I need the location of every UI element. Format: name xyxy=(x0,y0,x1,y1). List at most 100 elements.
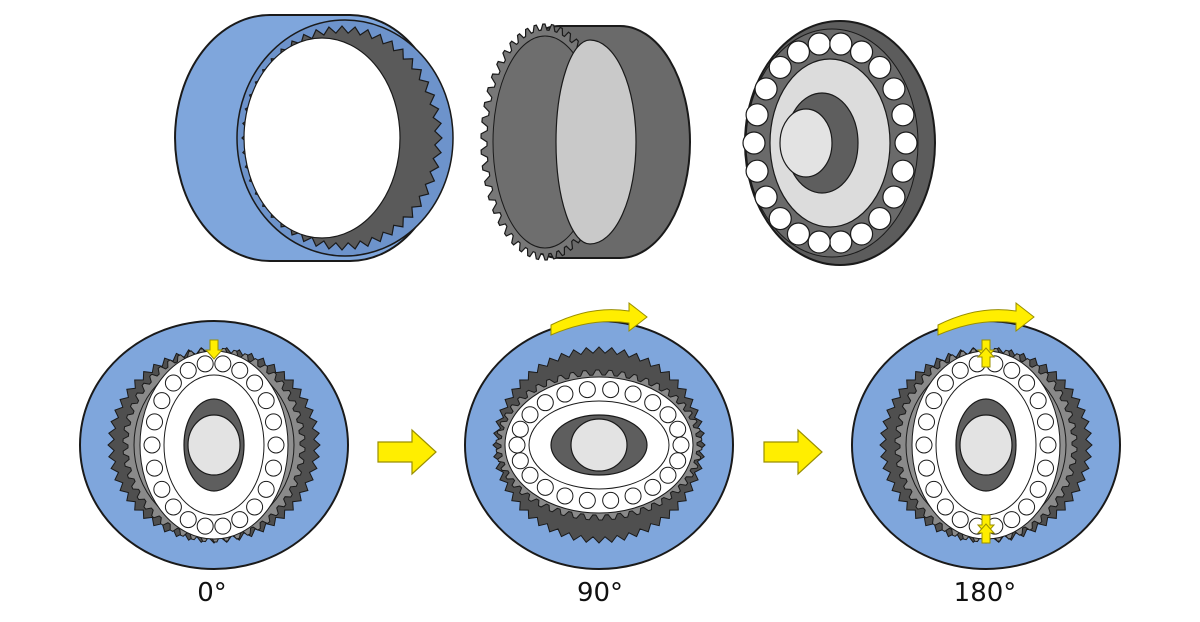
bearing-ball xyxy=(807,230,831,254)
bearing-ball xyxy=(257,392,275,410)
bearing-ball xyxy=(882,185,906,209)
bearing-ball xyxy=(807,32,831,56)
bearing-ball xyxy=(925,392,943,410)
step-arrow xyxy=(763,428,823,476)
bearing-ball xyxy=(556,385,574,403)
rotation-arrow xyxy=(937,301,1035,336)
hub-bore xyxy=(959,414,1013,476)
bearing-ball xyxy=(849,222,874,246)
bearing-ball xyxy=(951,511,969,529)
flexspline-cup xyxy=(480,23,691,261)
bearing-ball xyxy=(536,478,554,496)
bearing-ball xyxy=(891,103,915,127)
bearing-ball xyxy=(578,381,596,399)
bearing-ball xyxy=(1018,374,1036,392)
bearing-ball xyxy=(768,206,792,231)
stage-0-deg-assembly xyxy=(79,320,349,570)
bearing-ball xyxy=(849,40,874,64)
bearing-ball xyxy=(179,361,197,379)
bearing-ball xyxy=(143,436,161,454)
bearing-ball xyxy=(745,103,769,127)
bearing-ball xyxy=(915,436,933,454)
bearing-ball xyxy=(1029,392,1047,410)
components-row xyxy=(174,14,936,266)
engagement-arrow xyxy=(204,339,224,360)
bearing-ball xyxy=(231,361,249,379)
bearing-ball xyxy=(786,222,811,246)
hub-bore xyxy=(187,414,241,476)
bearing-ball xyxy=(246,374,264,392)
bearing-ball xyxy=(644,394,662,412)
bearing-ball xyxy=(1003,361,1021,379)
bearing-ball xyxy=(214,517,232,535)
bearing-ball xyxy=(868,55,892,80)
bearing-ball xyxy=(882,77,906,101)
bearing-ball xyxy=(1018,498,1036,516)
bearing-ball xyxy=(786,40,811,64)
bearing-ball xyxy=(602,491,620,509)
engagement-arrow xyxy=(976,347,996,368)
angle-label-180: 180° xyxy=(953,578,1017,608)
cup-inner-wall xyxy=(555,39,637,245)
bearing-ball xyxy=(868,206,892,231)
bearing-ball xyxy=(267,436,285,454)
bearing-ball xyxy=(264,459,282,477)
bearing-ball xyxy=(742,131,766,155)
angle-label-0: 0° xyxy=(197,578,227,608)
bearing-ball xyxy=(936,498,954,516)
bearing-ball xyxy=(179,511,197,529)
bearing-ball xyxy=(1039,436,1057,454)
bearing-ball xyxy=(231,511,249,529)
bearing-ball xyxy=(264,413,282,431)
bearing-ball xyxy=(936,374,954,392)
bearing-ball xyxy=(246,498,264,516)
step-arrow xyxy=(377,428,437,476)
bearing-ball xyxy=(669,452,687,470)
bearing-ball xyxy=(891,159,915,183)
bearing-ball xyxy=(659,466,677,484)
bearing-ball xyxy=(511,420,529,438)
wave-generator xyxy=(742,20,936,266)
bearing-ball xyxy=(754,77,778,101)
bearing-ball xyxy=(257,480,275,498)
bearing-ball xyxy=(951,361,969,379)
bearing-ball xyxy=(768,55,792,80)
bearing-ball xyxy=(556,487,574,505)
rotation-arrow xyxy=(550,301,648,336)
hub-bore xyxy=(570,418,628,472)
step-arrows xyxy=(377,428,823,476)
bearing-ball xyxy=(659,406,677,424)
bearing-ball xyxy=(829,32,853,56)
bearing-ball xyxy=(644,478,662,496)
bearing-ball xyxy=(511,452,529,470)
bearing-ball xyxy=(745,159,769,183)
bearing-ball xyxy=(624,487,642,505)
circular-spline-ring xyxy=(174,14,454,262)
bearing-ball xyxy=(164,374,182,392)
bearing-ball xyxy=(894,131,918,155)
bearing-ball xyxy=(146,459,164,477)
stage-90-deg-assembly xyxy=(464,301,734,570)
angle-label-90: 90° xyxy=(576,578,624,608)
bearing-ball xyxy=(829,230,853,254)
ring-bore xyxy=(243,37,401,239)
bearing-ball xyxy=(508,436,526,454)
bearing-ball xyxy=(521,466,539,484)
hub-bore xyxy=(779,108,833,178)
bearing-ball xyxy=(578,491,596,509)
bearing-ball xyxy=(521,406,539,424)
bearing-ball xyxy=(1036,459,1054,477)
bearing-ball xyxy=(536,394,554,412)
operation-sequence xyxy=(79,301,1121,570)
bearing-ball xyxy=(146,413,164,431)
bearing-ball xyxy=(669,420,687,438)
bearing-ball xyxy=(153,392,171,410)
bearing-ball xyxy=(918,459,936,477)
bearing-ball xyxy=(1036,413,1054,431)
bearing-ball xyxy=(672,436,690,454)
bearing-ball xyxy=(754,185,778,209)
bearing-ball xyxy=(196,517,214,535)
bearing-ball xyxy=(602,381,620,399)
bearing-ball xyxy=(164,498,182,516)
